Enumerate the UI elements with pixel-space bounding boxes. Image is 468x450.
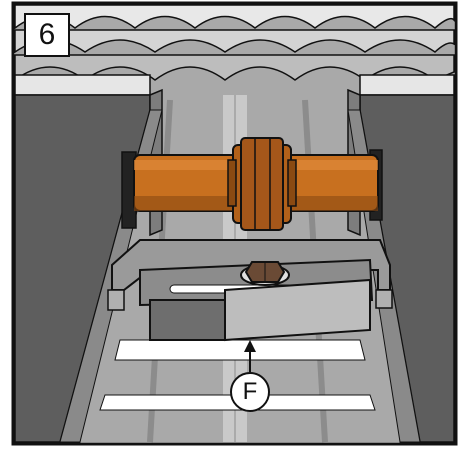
step-number-badge: 6 <box>24 13 70 57</box>
callout-label-f: F <box>230 372 270 412</box>
mounting-bracket <box>107 239 393 342</box>
arrow-up-icon <box>244 340 256 372</box>
pipe-assembly <box>121 137 383 231</box>
hex-bolt-icon <box>240 261 290 286</box>
